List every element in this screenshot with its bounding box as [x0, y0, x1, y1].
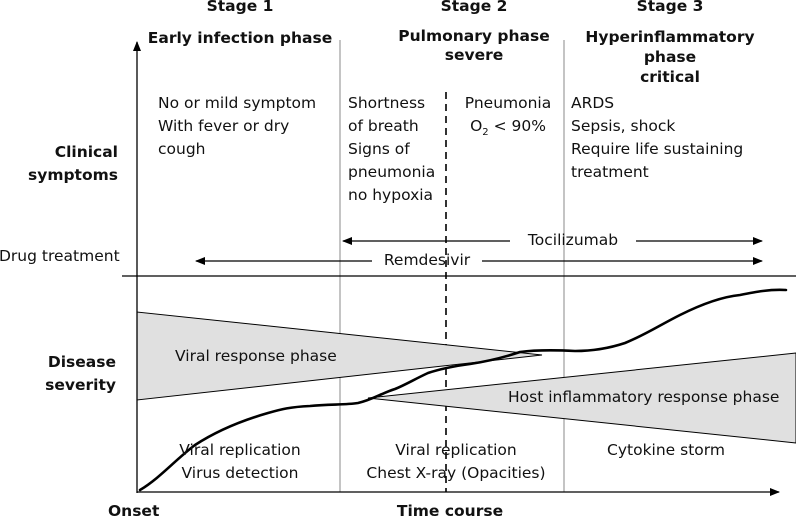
viral-response-label: Viral response phase: [175, 347, 337, 365]
host-response-label: Host inflammatory response phase: [508, 388, 780, 406]
stage-1-label: Stage 1: [206, 0, 274, 15]
stage-3-label: Stage 3: [636, 0, 704, 15]
oxygen-symbol: O: [470, 117, 483, 135]
drug-treatment-label: Drug treatment: [0, 247, 120, 265]
stage-1-bottom: Viral replication Virus detection: [179, 441, 301, 482]
stage-2-bottom: Viral replication Chest X-ray (Opacities…: [366, 441, 546, 482]
stage-3-phase: Hyperinflammatory phase critical: [585, 28, 755, 86]
stage-2-oxygen: O2 < 90%: [456, 115, 560, 144]
stage-2-symptoms-left: Shortness of breath Signs of pneumonia n…: [348, 94, 436, 204]
disease-severity-label: Disease severity: [45, 353, 116, 394]
stage-2-label: Stage 2: [440, 0, 508, 15]
tocilizumab-label: Tocilizumab: [527, 231, 619, 249]
stage-1-symptoms: No or mild symptom With fever or dry cou…: [158, 94, 317, 158]
stage-1-phase: Early infection phase: [147, 29, 333, 47]
oxygen-subscript: 2: [482, 127, 489, 139]
remdesivir-label: Remdesivir: [383, 251, 471, 269]
oxygen-threshold: < 90%: [488, 117, 546, 135]
clinical-symptoms-label: Clinical symptoms: [27, 143, 118, 184]
stage-3-symptoms: ARDS Sepsis, shock Require life sustaini…: [571, 94, 744, 181]
time-course-label: Time course: [396, 502, 504, 520]
stage-3-bottom: Cytokine storm: [607, 441, 725, 459]
host-response-wedge: [367, 352, 796, 444]
stage-2-pneumonia: Pneumonia: [464, 94, 552, 112]
onset-label: Onset: [108, 502, 160, 520]
stage-2-phase: Pulmonary phase severe: [398, 27, 550, 64]
severity-curve: [138, 288, 788, 492]
